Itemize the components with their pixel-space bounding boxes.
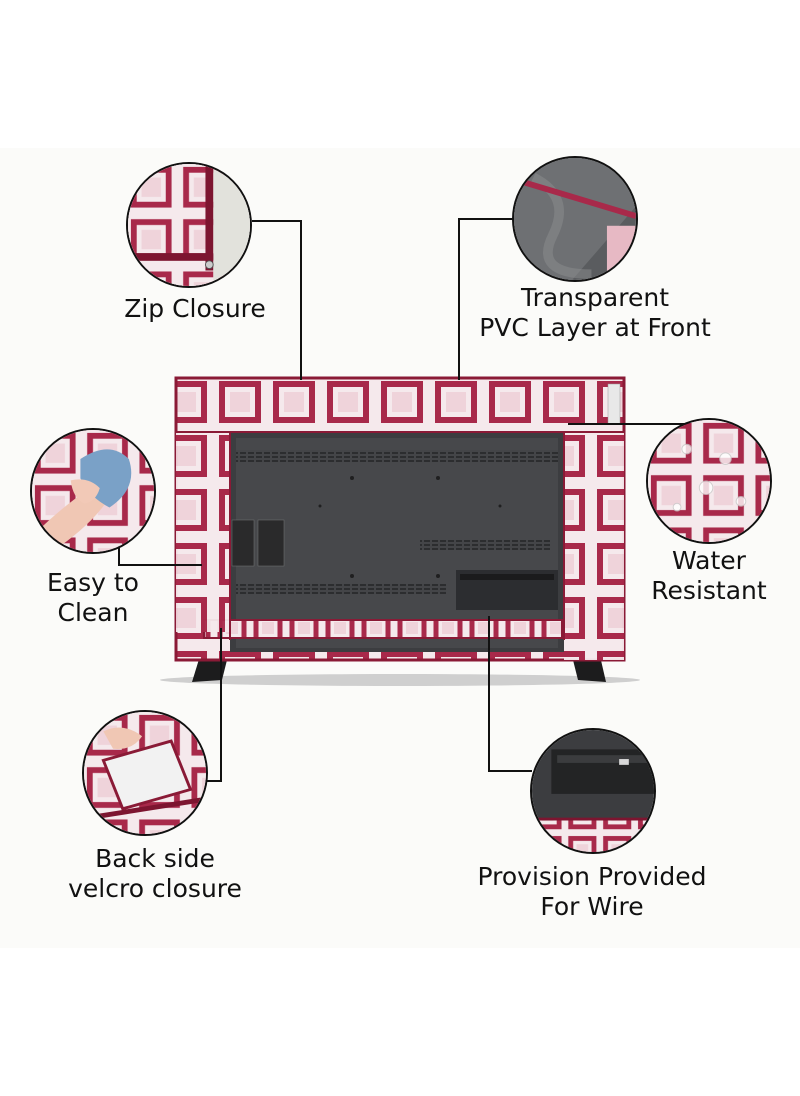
velcro-flap	[203, 619, 563, 639]
zipper-closeup-icon	[126, 162, 252, 288]
wire-connector-v	[488, 616, 490, 772]
pvc-layer-line2: PVC Layer at Front	[479, 313, 711, 342]
clean-connector-h	[118, 564, 202, 566]
left-stand	[192, 656, 228, 682]
velcro-strip-icon	[82, 710, 208, 836]
zip-closure-label: Zip Closure	[110, 294, 280, 324]
clear-plastic-closeup-icon	[512, 156, 638, 282]
wire-provision-line1: Provision Provided	[477, 862, 707, 891]
easy-clean-line1: Easy to	[47, 568, 139, 597]
hand-wiping-cloth-icon	[30, 428, 156, 554]
wire-provision-line2: For Wire	[540, 892, 644, 921]
pvc-layer-line1: Transparent	[520, 283, 669, 312]
tv-shadow	[160, 674, 640, 686]
wire-connector-h	[488, 770, 532, 772]
velcro-connector-v	[220, 628, 222, 782]
zip-connector-h	[252, 220, 302, 222]
velcro-label: Back side velcro closure	[60, 844, 250, 904]
water-resistant-line1: Water	[672, 546, 746, 575]
water-resistant-label: Water Resistant	[636, 546, 782, 606]
easy-clean-label: Easy to Clean	[30, 568, 156, 628]
water-resistant-line2: Resistant	[651, 576, 767, 605]
velcro-connector-h	[206, 780, 222, 782]
zip-connector-v	[300, 220, 302, 380]
brand-tag	[607, 383, 621, 425]
pvc-connector-v	[458, 218, 460, 380]
port-opening-icon	[530, 728, 656, 854]
wire-provision-label: Provision Provided For Wire	[472, 862, 712, 922]
right-stand	[572, 656, 606, 682]
easy-clean-line2: Clean	[57, 598, 129, 627]
velcro-line1: Back side	[95, 844, 215, 873]
velcro-line2: velcro closure	[68, 874, 242, 903]
pvc-layer-label: Transparent PVC Layer at Front	[470, 283, 720, 343]
water-connector-h	[568, 423, 706, 425]
pvc-connector-h	[458, 218, 514, 220]
water-droplets-icon	[646, 418, 772, 544]
zip-closure-line1: Zip Closure	[124, 294, 266, 323]
